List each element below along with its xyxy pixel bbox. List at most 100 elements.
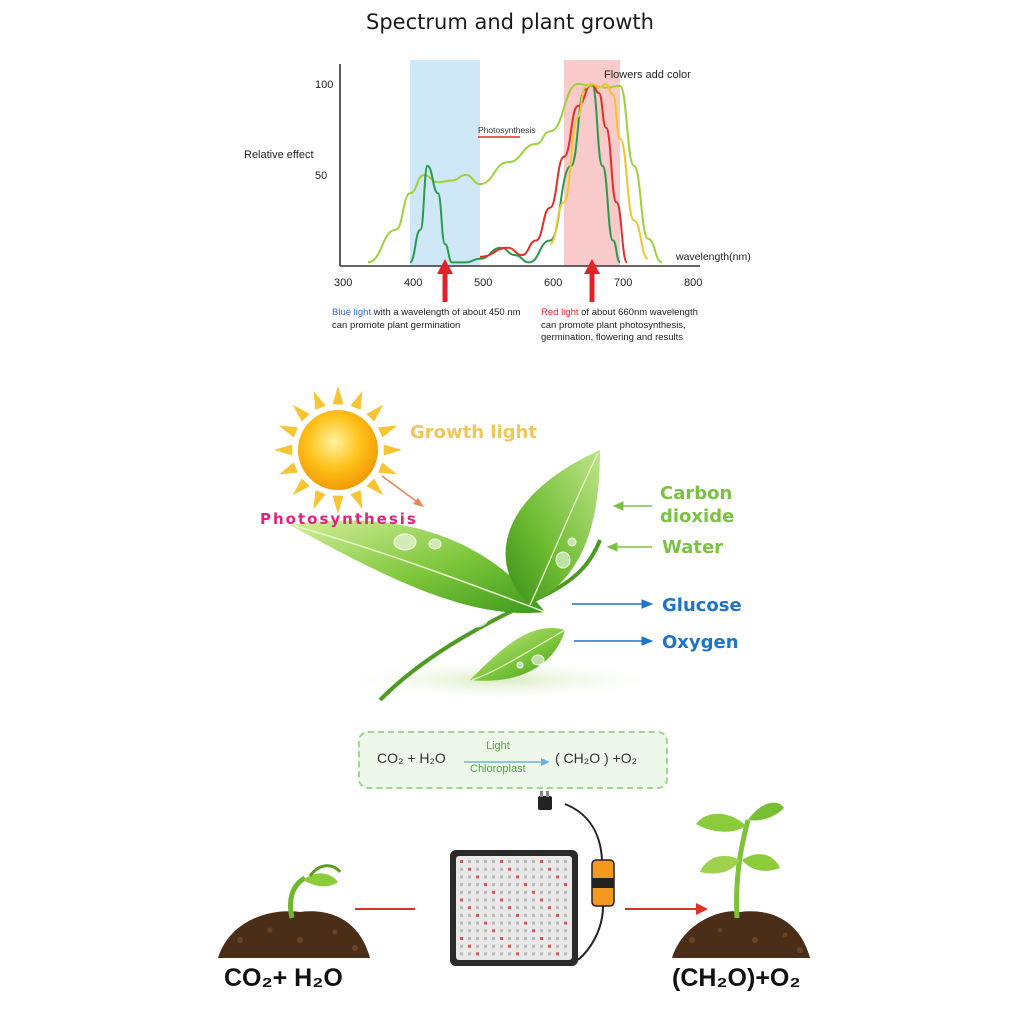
left-formula: CO₂+ H₂O bbox=[224, 964, 343, 992]
y-axis-label: Relative effect bbox=[244, 149, 314, 161]
led-dot bbox=[476, 913, 479, 917]
led-dot bbox=[508, 867, 511, 871]
blue-light-rest-2: can promote plant germination bbox=[332, 319, 461, 331]
led-dot bbox=[460, 883, 463, 887]
led-dot bbox=[500, 875, 503, 879]
led-dot bbox=[476, 898, 479, 902]
photosynthesis-annotation: Photosynthesis bbox=[478, 125, 536, 135]
led-dot bbox=[564, 860, 567, 863]
led-dot bbox=[500, 952, 503, 956]
led-dot bbox=[532, 944, 535, 948]
equation-condition-light: Light bbox=[486, 740, 510, 752]
led-dot bbox=[564, 921, 567, 925]
led-dot bbox=[564, 898, 567, 902]
sun-ray bbox=[313, 390, 326, 410]
led-dot bbox=[484, 944, 487, 948]
grow-light-panel bbox=[450, 791, 615, 966]
led-dot bbox=[516, 906, 519, 910]
led-dot bbox=[556, 883, 559, 887]
red-light-rest-1: of about 660nm wavelength bbox=[578, 307, 698, 318]
sun-arrow-icon bbox=[381, 475, 424, 507]
equation-reactants: CO₂ + H₂O bbox=[377, 750, 446, 766]
led-dot bbox=[468, 921, 471, 925]
led-dot bbox=[476, 944, 479, 948]
water-drops bbox=[393, 533, 577, 669]
led-dot bbox=[524, 929, 527, 933]
led-dot bbox=[508, 898, 511, 902]
led-dot bbox=[492, 952, 495, 956]
output-glucose: Glucose bbox=[662, 595, 742, 616]
led-dot bbox=[516, 875, 519, 879]
arrow-shaft-1 bbox=[589, 272, 595, 302]
led-dot bbox=[476, 952, 479, 956]
led-dot bbox=[540, 944, 543, 948]
input-water: Water bbox=[662, 537, 724, 558]
led-dot bbox=[508, 952, 511, 956]
sun-ray bbox=[274, 444, 293, 456]
led-dot bbox=[484, 875, 487, 879]
series-line-1 bbox=[409, 82, 621, 264]
photosynthesis-illustration bbox=[274, 386, 670, 702]
led-dot bbox=[556, 944, 559, 948]
led-dot bbox=[548, 913, 551, 917]
led-dot bbox=[484, 929, 487, 933]
led-dot bbox=[508, 906, 511, 910]
led-dot bbox=[524, 906, 527, 910]
red-light-strong: Red light bbox=[541, 307, 579, 318]
sun-ray bbox=[350, 490, 363, 510]
led-dot bbox=[564, 929, 567, 933]
led-dot bbox=[468, 898, 471, 902]
led-dot bbox=[508, 944, 511, 948]
led-dot bbox=[468, 937, 471, 940]
lower-leaf bbox=[470, 628, 566, 681]
sun-ray bbox=[313, 490, 326, 510]
led-dot bbox=[540, 883, 543, 887]
led-dot bbox=[540, 890, 543, 894]
led-dot bbox=[524, 952, 527, 956]
led-dot bbox=[460, 937, 463, 940]
led-dot bbox=[564, 937, 567, 940]
led-dot bbox=[524, 944, 527, 948]
led-dot bbox=[532, 883, 535, 887]
led-dot bbox=[556, 913, 559, 917]
led-dot bbox=[564, 913, 567, 917]
led-dot bbox=[500, 921, 503, 925]
sun-icon bbox=[274, 386, 402, 514]
sun-ray bbox=[332, 386, 344, 405]
led-dot bbox=[468, 944, 471, 948]
led-dot bbox=[548, 898, 551, 902]
led-dot bbox=[460, 860, 463, 863]
sun-ray bbox=[350, 390, 363, 410]
led-dot bbox=[540, 952, 543, 956]
led-dot bbox=[492, 867, 495, 871]
led-dot bbox=[540, 867, 543, 871]
led-dot bbox=[532, 913, 535, 917]
led-dot bbox=[532, 867, 535, 871]
led-dot bbox=[484, 937, 487, 940]
led-dot bbox=[548, 944, 551, 948]
x-axis-label: wavelength(nm) bbox=[675, 251, 751, 263]
led-dot bbox=[460, 875, 463, 879]
led-dot bbox=[508, 921, 511, 925]
led-dot bbox=[460, 952, 463, 956]
led-dot bbox=[540, 929, 543, 933]
led-dot bbox=[492, 860, 495, 863]
input-arrows bbox=[606, 501, 652, 552]
led-dot bbox=[468, 860, 471, 863]
led-dot bbox=[516, 944, 519, 948]
led-dot bbox=[564, 867, 567, 871]
led-dot bbox=[468, 875, 471, 879]
led-dot bbox=[492, 913, 495, 917]
led-dot bbox=[516, 883, 519, 887]
led-dot bbox=[564, 875, 567, 879]
led-dot bbox=[500, 867, 503, 871]
led-dot bbox=[476, 921, 479, 925]
led-dot bbox=[532, 937, 535, 940]
large-leaf bbox=[290, 520, 546, 614]
led-dot bbox=[500, 906, 503, 910]
led-dot bbox=[556, 875, 559, 879]
led-dot bbox=[516, 898, 519, 902]
led-dot bbox=[476, 867, 479, 871]
blue-light-note: Blue light with a wavelength of about 45… bbox=[332, 307, 521, 332]
